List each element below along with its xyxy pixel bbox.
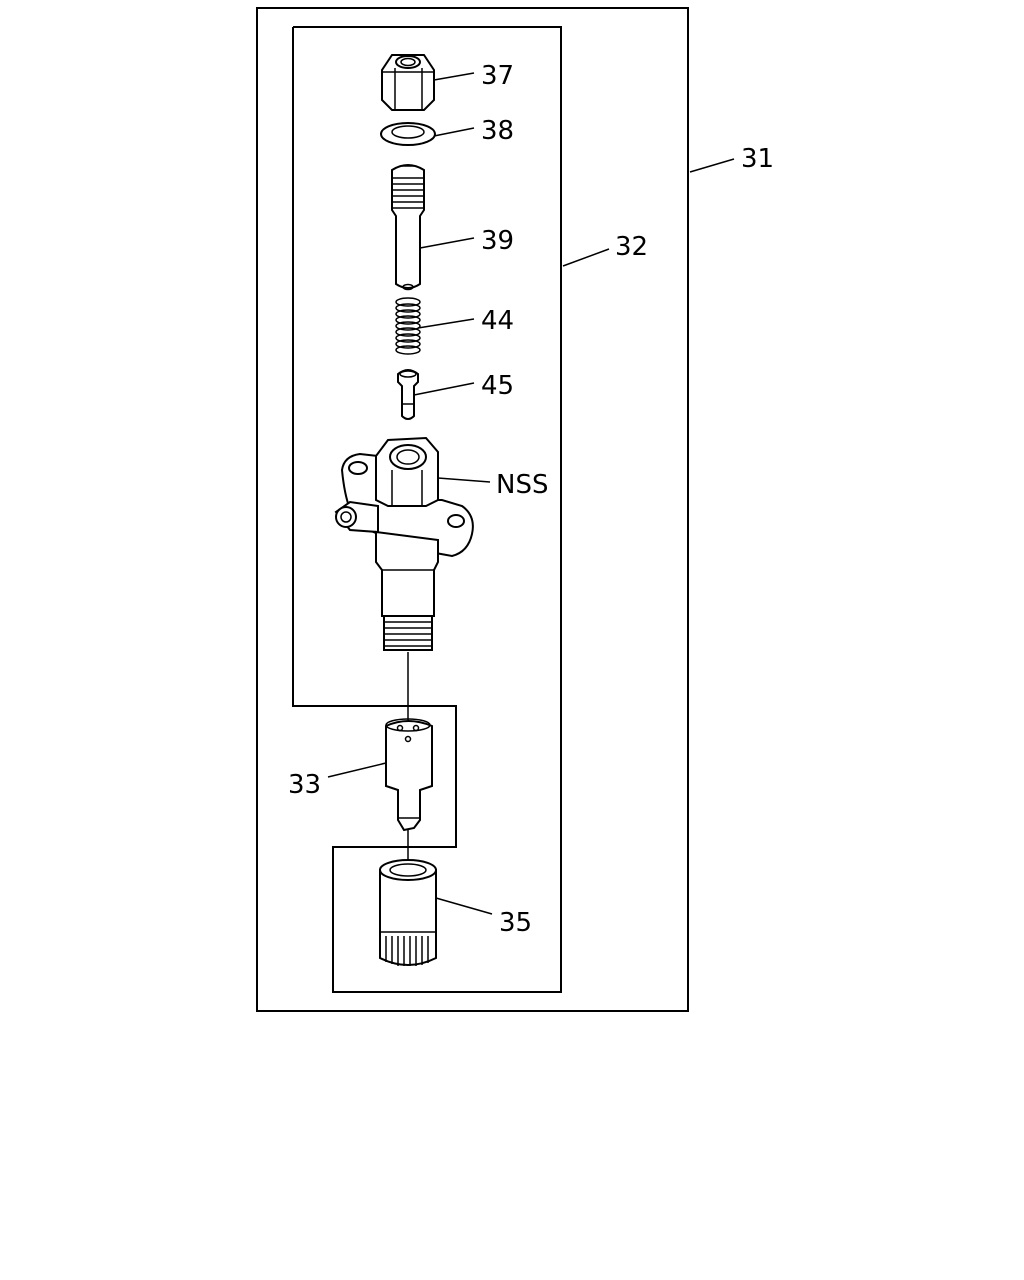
injector-body-nss: [334, 436, 474, 651]
leader-31: [689, 158, 735, 173]
callout-35: 35: [499, 908, 532, 938]
part-44-spring: [395, 297, 421, 355]
part-38-washer: [380, 122, 436, 146]
callout-37: 37: [481, 61, 514, 91]
part-39-filter-rod: [391, 164, 425, 291]
callout-45: 45: [481, 371, 514, 401]
part-33-nozzle: [385, 718, 433, 832]
leader-39: [419, 237, 475, 249]
leader-37: [433, 72, 475, 81]
callout-44: 44: [481, 306, 514, 336]
leader-44: [417, 318, 475, 329]
subassembly-boundary-32: [292, 26, 562, 993]
callout-nss: NSS: [496, 470, 548, 500]
callout-32: 32: [615, 232, 648, 262]
leader-nss: [437, 477, 491, 483]
callout-39: 39: [481, 226, 514, 256]
leader-38: [433, 127, 475, 137]
assembly-frame-31: [256, 7, 689, 1012]
callout-33: 33: [288, 770, 321, 800]
leader-35: [435, 897, 493, 915]
part-45-spring-seat: [397, 369, 419, 420]
callout-31: 31: [741, 144, 774, 174]
part-37-hex-nut: [381, 54, 435, 111]
callout-38: 38: [481, 116, 514, 146]
leader-33: [327, 762, 387, 778]
part-35-retaining-nut: [379, 859, 437, 966]
leader-32: [562, 248, 610, 267]
leader-45: [413, 382, 475, 396]
